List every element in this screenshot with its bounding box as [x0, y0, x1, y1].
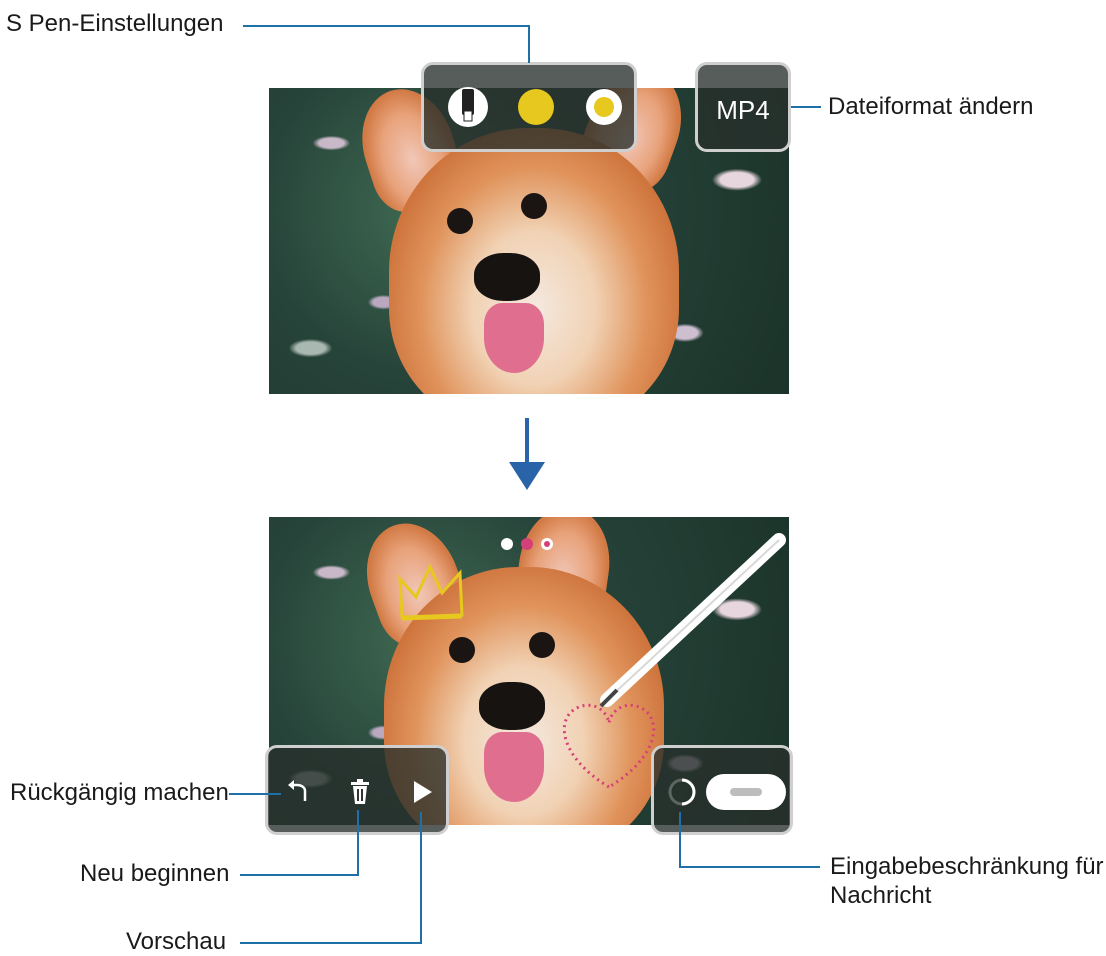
dog-right-eye: [521, 193, 547, 219]
callout-restart: Neu beginnen: [80, 860, 230, 887]
crown-drawing: [398, 563, 464, 621]
callout-s-pen-settings: S Pen-Einstellungen: [6, 10, 224, 37]
callout-line: [240, 874, 359, 876]
callout-line: [357, 810, 359, 876]
message-toolbar: [651, 745, 793, 835]
play-icon[interactable]: [400, 770, 444, 814]
send-pill-button[interactable]: [706, 774, 786, 810]
callout-input-limit-line2: Nachricht: [830, 882, 932, 909]
dog-nose: [474, 253, 540, 301]
callout-line: [240, 942, 422, 944]
dog-tongue: [484, 303, 544, 373]
pen-size-swatch[interactable]: [580, 83, 628, 131]
callout-preview: Vorschau: [126, 928, 227, 955]
trash-icon[interactable]: [338, 770, 382, 814]
callout-line: [420, 812, 422, 944]
photo-edited: [269, 517, 789, 825]
callout-input-limit-line1: Eingabebeschränkung für: [830, 853, 1104, 880]
file-format-button[interactable]: MP4: [695, 62, 791, 152]
heart-drawing: [562, 703, 656, 789]
callout-line: [679, 812, 681, 868]
dog-left-eye: [449, 637, 475, 663]
dog-nose: [479, 682, 545, 730]
progress-ring-icon: [664, 774, 700, 810]
callout-line: [243, 25, 530, 27]
s-pen-settings-panel: [421, 62, 637, 152]
undo-icon[interactable]: [276, 770, 320, 814]
dog-left-eye: [447, 208, 473, 234]
arrow-down-icon: [509, 418, 545, 490]
pen-icon[interactable]: [444, 83, 492, 131]
callout-change-file-format: Dateiformat ändern: [828, 93, 1034, 120]
mini-pen-settings-indicator: [501, 538, 553, 550]
callout-line: [679, 866, 820, 868]
callout-line: [791, 106, 821, 108]
file-format-label: MP4: [716, 95, 770, 125]
pen-color-swatch[interactable]: [512, 83, 560, 131]
callout-line: [528, 25, 530, 63]
callout-undo: Rückgängig machen: [10, 779, 229, 806]
dog-tongue: [484, 732, 544, 802]
callout-line: [229, 793, 281, 795]
s-pen-stylus: [599, 533, 786, 708]
send-pill-icon: [730, 788, 762, 796]
dog-right-eye: [529, 632, 555, 658]
